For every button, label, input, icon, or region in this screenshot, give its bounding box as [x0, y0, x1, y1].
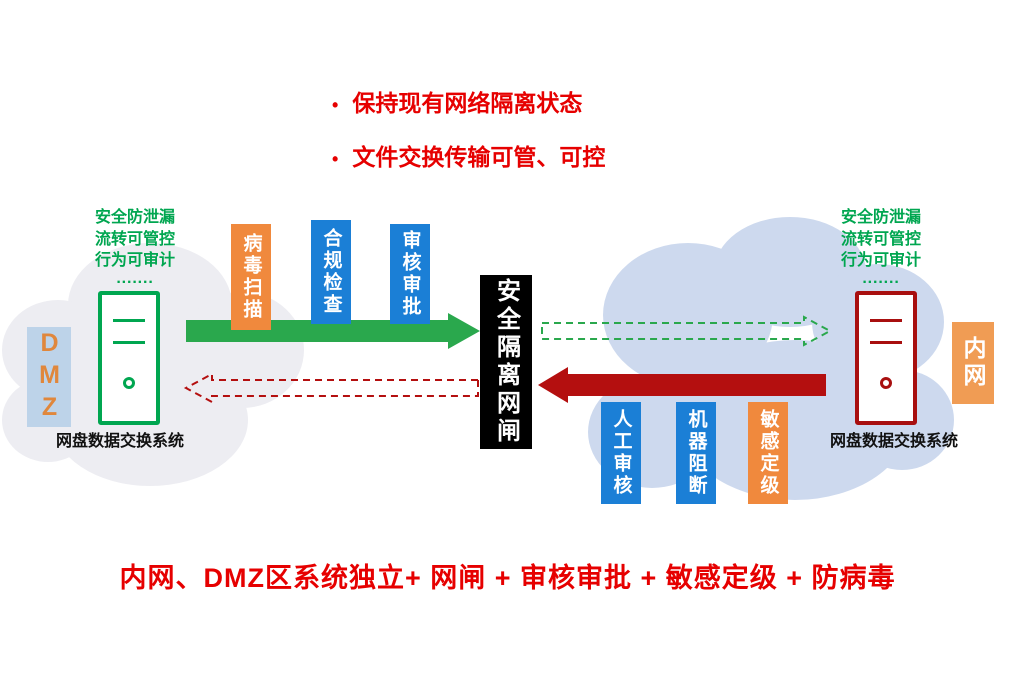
bullet-text-2: 文件交换传输可管、可控	[352, 144, 606, 170]
gateway-box: 安全隔离网闸	[480, 275, 532, 449]
inbound-solid-arrow	[538, 367, 826, 403]
dmz-zone-label: DMZ	[27, 327, 71, 427]
dmz-system-label: 网盘数据交换系统	[55, 433, 184, 450]
server-vent-line	[113, 341, 145, 344]
outbound-badge-compliance-check: 合规检查	[311, 220, 351, 324]
server-vent-line	[870, 341, 902, 344]
outbound-badge-virus-scan: 病毒扫描	[231, 224, 271, 330]
inbound-badge-manual-review: 人工审核	[601, 402, 641, 504]
bullet-marker: •	[332, 149, 339, 169]
server-vent-line	[113, 319, 145, 322]
inbound-dashed-arrow	[183, 372, 479, 404]
intranet-features-text: 安全防泄漏 流转可管控 行为可审计 ·······	[840, 209, 921, 291]
server-indicator-dot	[880, 377, 892, 389]
server-indicator-dot	[123, 377, 135, 389]
outbound-badge-review-approval: 审核审批	[390, 224, 430, 324]
bottom-caption: 内网、DMZ区系统独立+ 网闸 + 审核审批 + 敏感定级 + 防病毒	[119, 563, 896, 593]
intranet-zone-label: 内网	[952, 322, 994, 404]
dmz-server-icon	[98, 291, 160, 425]
intranet-server-icon	[855, 291, 917, 425]
bullet-item-1: • 保持现有网络隔离状态	[332, 84, 582, 118]
bullet-text-1: 保持现有网络隔离状态	[352, 90, 583, 116]
bullet-marker: •	[332, 95, 339, 115]
server-vent-line	[870, 319, 902, 322]
outbound-dashed-arrow	[541, 315, 833, 347]
dmz-features-text: 安全防泄漏 流转可管控 行为可审计 ·······	[94, 209, 175, 291]
intranet-system-label: 网盘数据交换系统	[829, 433, 958, 450]
inbound-badge-machine-block: 机器阻断	[676, 402, 716, 504]
inbound-badge-sensitivity-grading: 敏感定级	[748, 402, 788, 504]
bullet-item-2: • 文件交换传输可管、可控	[332, 138, 605, 172]
